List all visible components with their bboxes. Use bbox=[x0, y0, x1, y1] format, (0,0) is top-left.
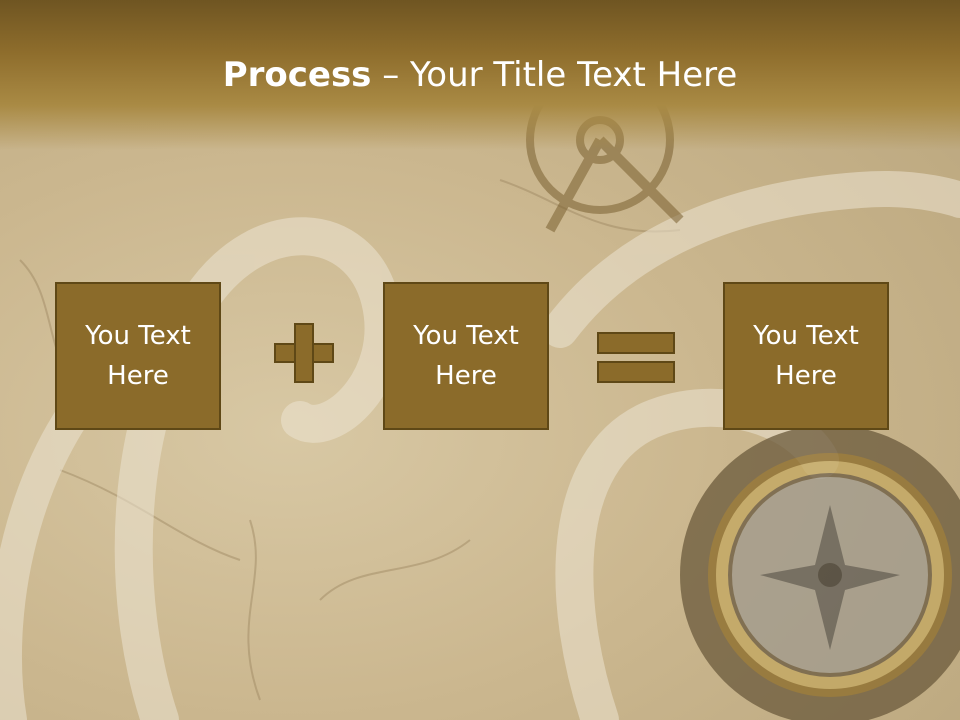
box-3-line-2: Here bbox=[775, 361, 837, 391]
title-bold: Process bbox=[222, 55, 372, 95]
title-rest: – Your Title Text Here bbox=[371, 55, 738, 95]
box-1-line-2: Here bbox=[107, 361, 169, 391]
box-1-line-1: You Text bbox=[85, 321, 191, 351]
box-2-line-1: You Text bbox=[413, 321, 519, 351]
box-2-line-2: Here bbox=[435, 361, 497, 391]
page-title: Process – Your Title Text Here bbox=[0, 52, 960, 98]
box-3-line-1: You Text bbox=[753, 321, 859, 351]
title-bar bbox=[0, 0, 960, 150]
